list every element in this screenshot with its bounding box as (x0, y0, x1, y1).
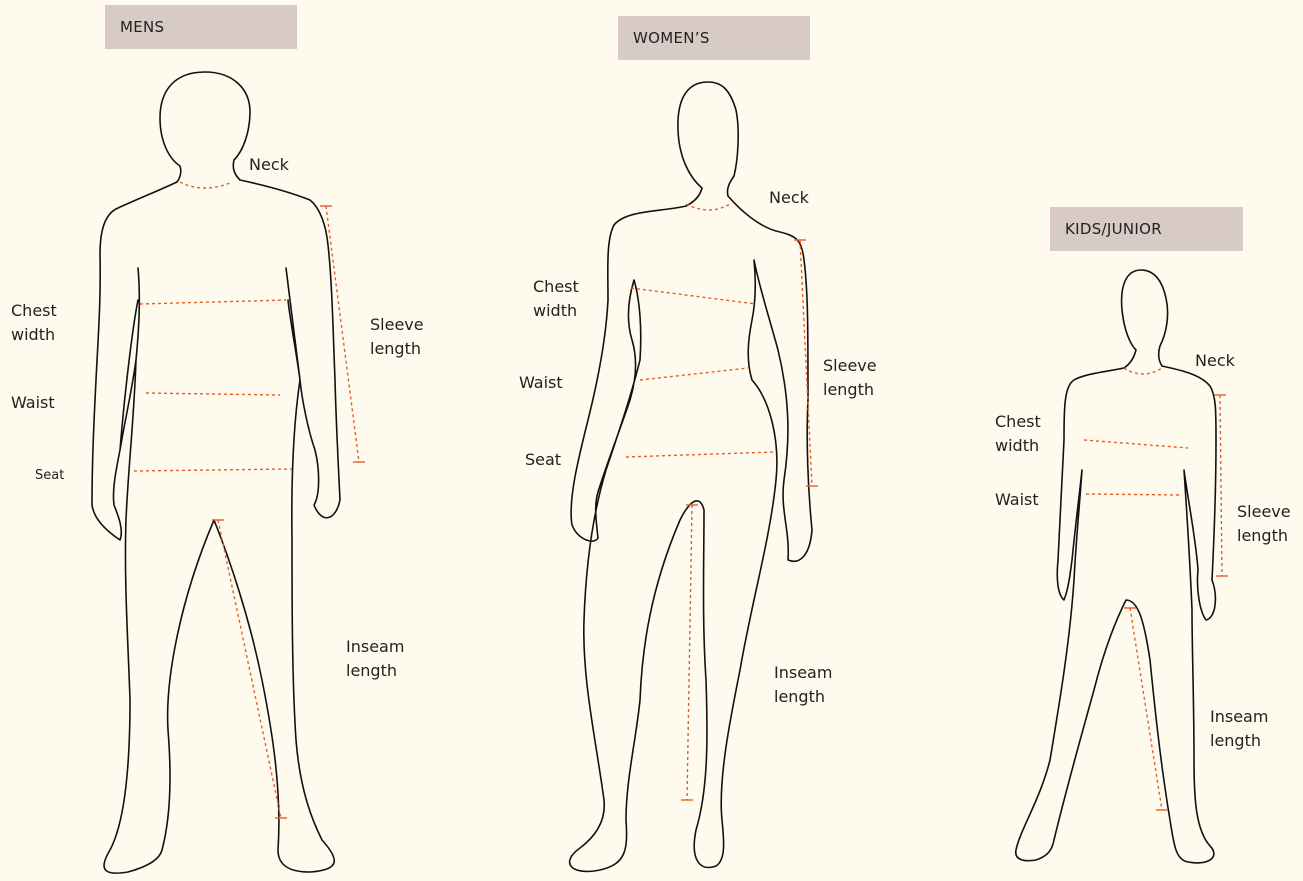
mens-figure (92, 72, 365, 873)
mens-seat-line (134, 469, 292, 471)
kids-title: KIDS/JUNIOR (1050, 207, 1243, 251)
mens-seat-label: Seat (35, 464, 64, 488)
kids-waist-label: Waist (995, 488, 1039, 512)
kids-neck-label: Neck (1195, 349, 1235, 373)
kids-neck-line (1124, 368, 1162, 374)
mens-inseam-line (218, 520, 281, 818)
womens-waist-label: Waist (519, 371, 563, 395)
womens-seat-label: Seat (525, 448, 561, 472)
womens-sleeve-label: Sleeve length (823, 354, 877, 402)
womens-chest-line (631, 288, 756, 304)
mens-body-outline (92, 72, 340, 873)
kids-waist-line (1086, 494, 1180, 495)
mens-chest-line (140, 300, 286, 304)
kids-sleeve-line (1220, 395, 1222, 576)
womens-inseam-label: Inseam length (774, 661, 832, 709)
mens-neck-label: Neck (249, 153, 289, 177)
womens-chest-label: Chest width (533, 275, 579, 323)
womens-neck-label: Neck (769, 186, 809, 210)
womens-seat-line (626, 452, 774, 457)
kids-body-outline (1016, 270, 1216, 863)
womens-title: WOMEN’S (618, 16, 810, 60)
mens-title: MENS (105, 5, 297, 49)
womens-waist-line (640, 368, 748, 380)
kids-inseam-label: Inseam length (1210, 705, 1268, 753)
womens-neck-line (686, 204, 730, 210)
mens-waist-label: Waist (11, 391, 55, 415)
womens-inseam-line (687, 505, 692, 800)
kids-sleeve-label: Sleeve length (1237, 500, 1291, 548)
kids-chest-line (1084, 440, 1188, 448)
mens-neck-line (180, 182, 232, 188)
mens-sleeve-label: Sleeve length (370, 313, 424, 361)
mens-sleeve-line (326, 206, 359, 462)
mens-chest-label: Chest width (11, 299, 57, 347)
mens-inseam-label: Inseam length (346, 635, 404, 683)
mens-waist-line (146, 393, 280, 395)
kids-chest-label: Chest width (995, 410, 1041, 458)
